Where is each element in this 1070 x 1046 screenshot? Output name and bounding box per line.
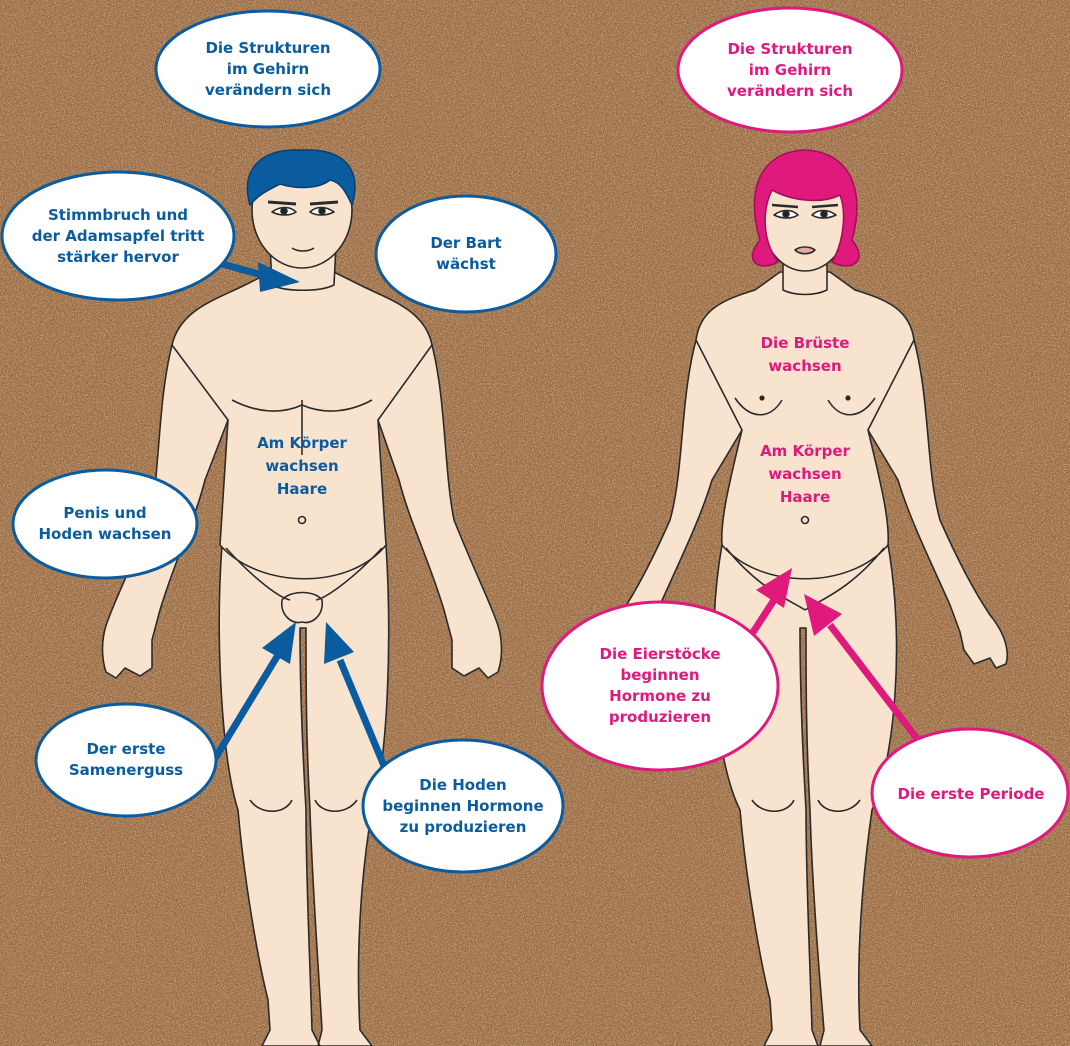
label-female-breasts: Die Brüste wachsen <box>725 332 885 378</box>
label-female-ovaries-hormones: Die Eierstöcke beginnen Hormone zu produ… <box>544 606 776 766</box>
label-male-beard: Der Bart wächst <box>380 200 552 308</box>
label-male-testes-hormones: Die Hoden beginnen Hormone zu produziere… <box>364 744 562 868</box>
label-female-body-hair: Am Körper wachsen Haare <box>725 440 885 509</box>
label-female-brain: Die Strukturen im Gehirn verändern sich <box>680 12 900 128</box>
label-female-period: Die erste Periode <box>874 732 1068 856</box>
label-male-voice: Stimmbruch und der Adamsapfel tritt stär… <box>4 176 232 296</box>
label-male-brain: Die Strukturen im Gehirn verändern sich <box>158 15 378 123</box>
label-male-body-hair: Am Körper wachsen Haare <box>222 432 382 501</box>
label-male-ejaculation: Der erste Samenerguss <box>38 708 214 812</box>
label-male-genitals: Penis und Hoden wachsen <box>14 474 196 574</box>
